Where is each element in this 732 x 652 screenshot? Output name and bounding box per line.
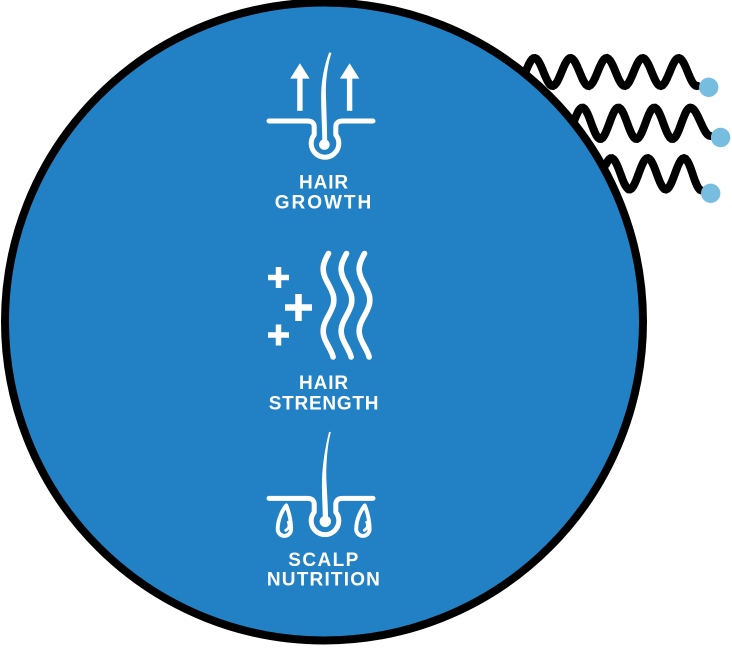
svg-text:GROWTH: GROWTH [275, 193, 374, 214]
svg-text:HAIR: HAIR [299, 373, 349, 394]
svg-text:SCALP: SCALP [288, 550, 359, 571]
svg-text:HAIR: HAIR [299, 172, 349, 193]
svg-text:STRENGTH: STRENGTH [269, 394, 380, 415]
svg-text:NUTRITION: NUTRITION [267, 570, 381, 591]
